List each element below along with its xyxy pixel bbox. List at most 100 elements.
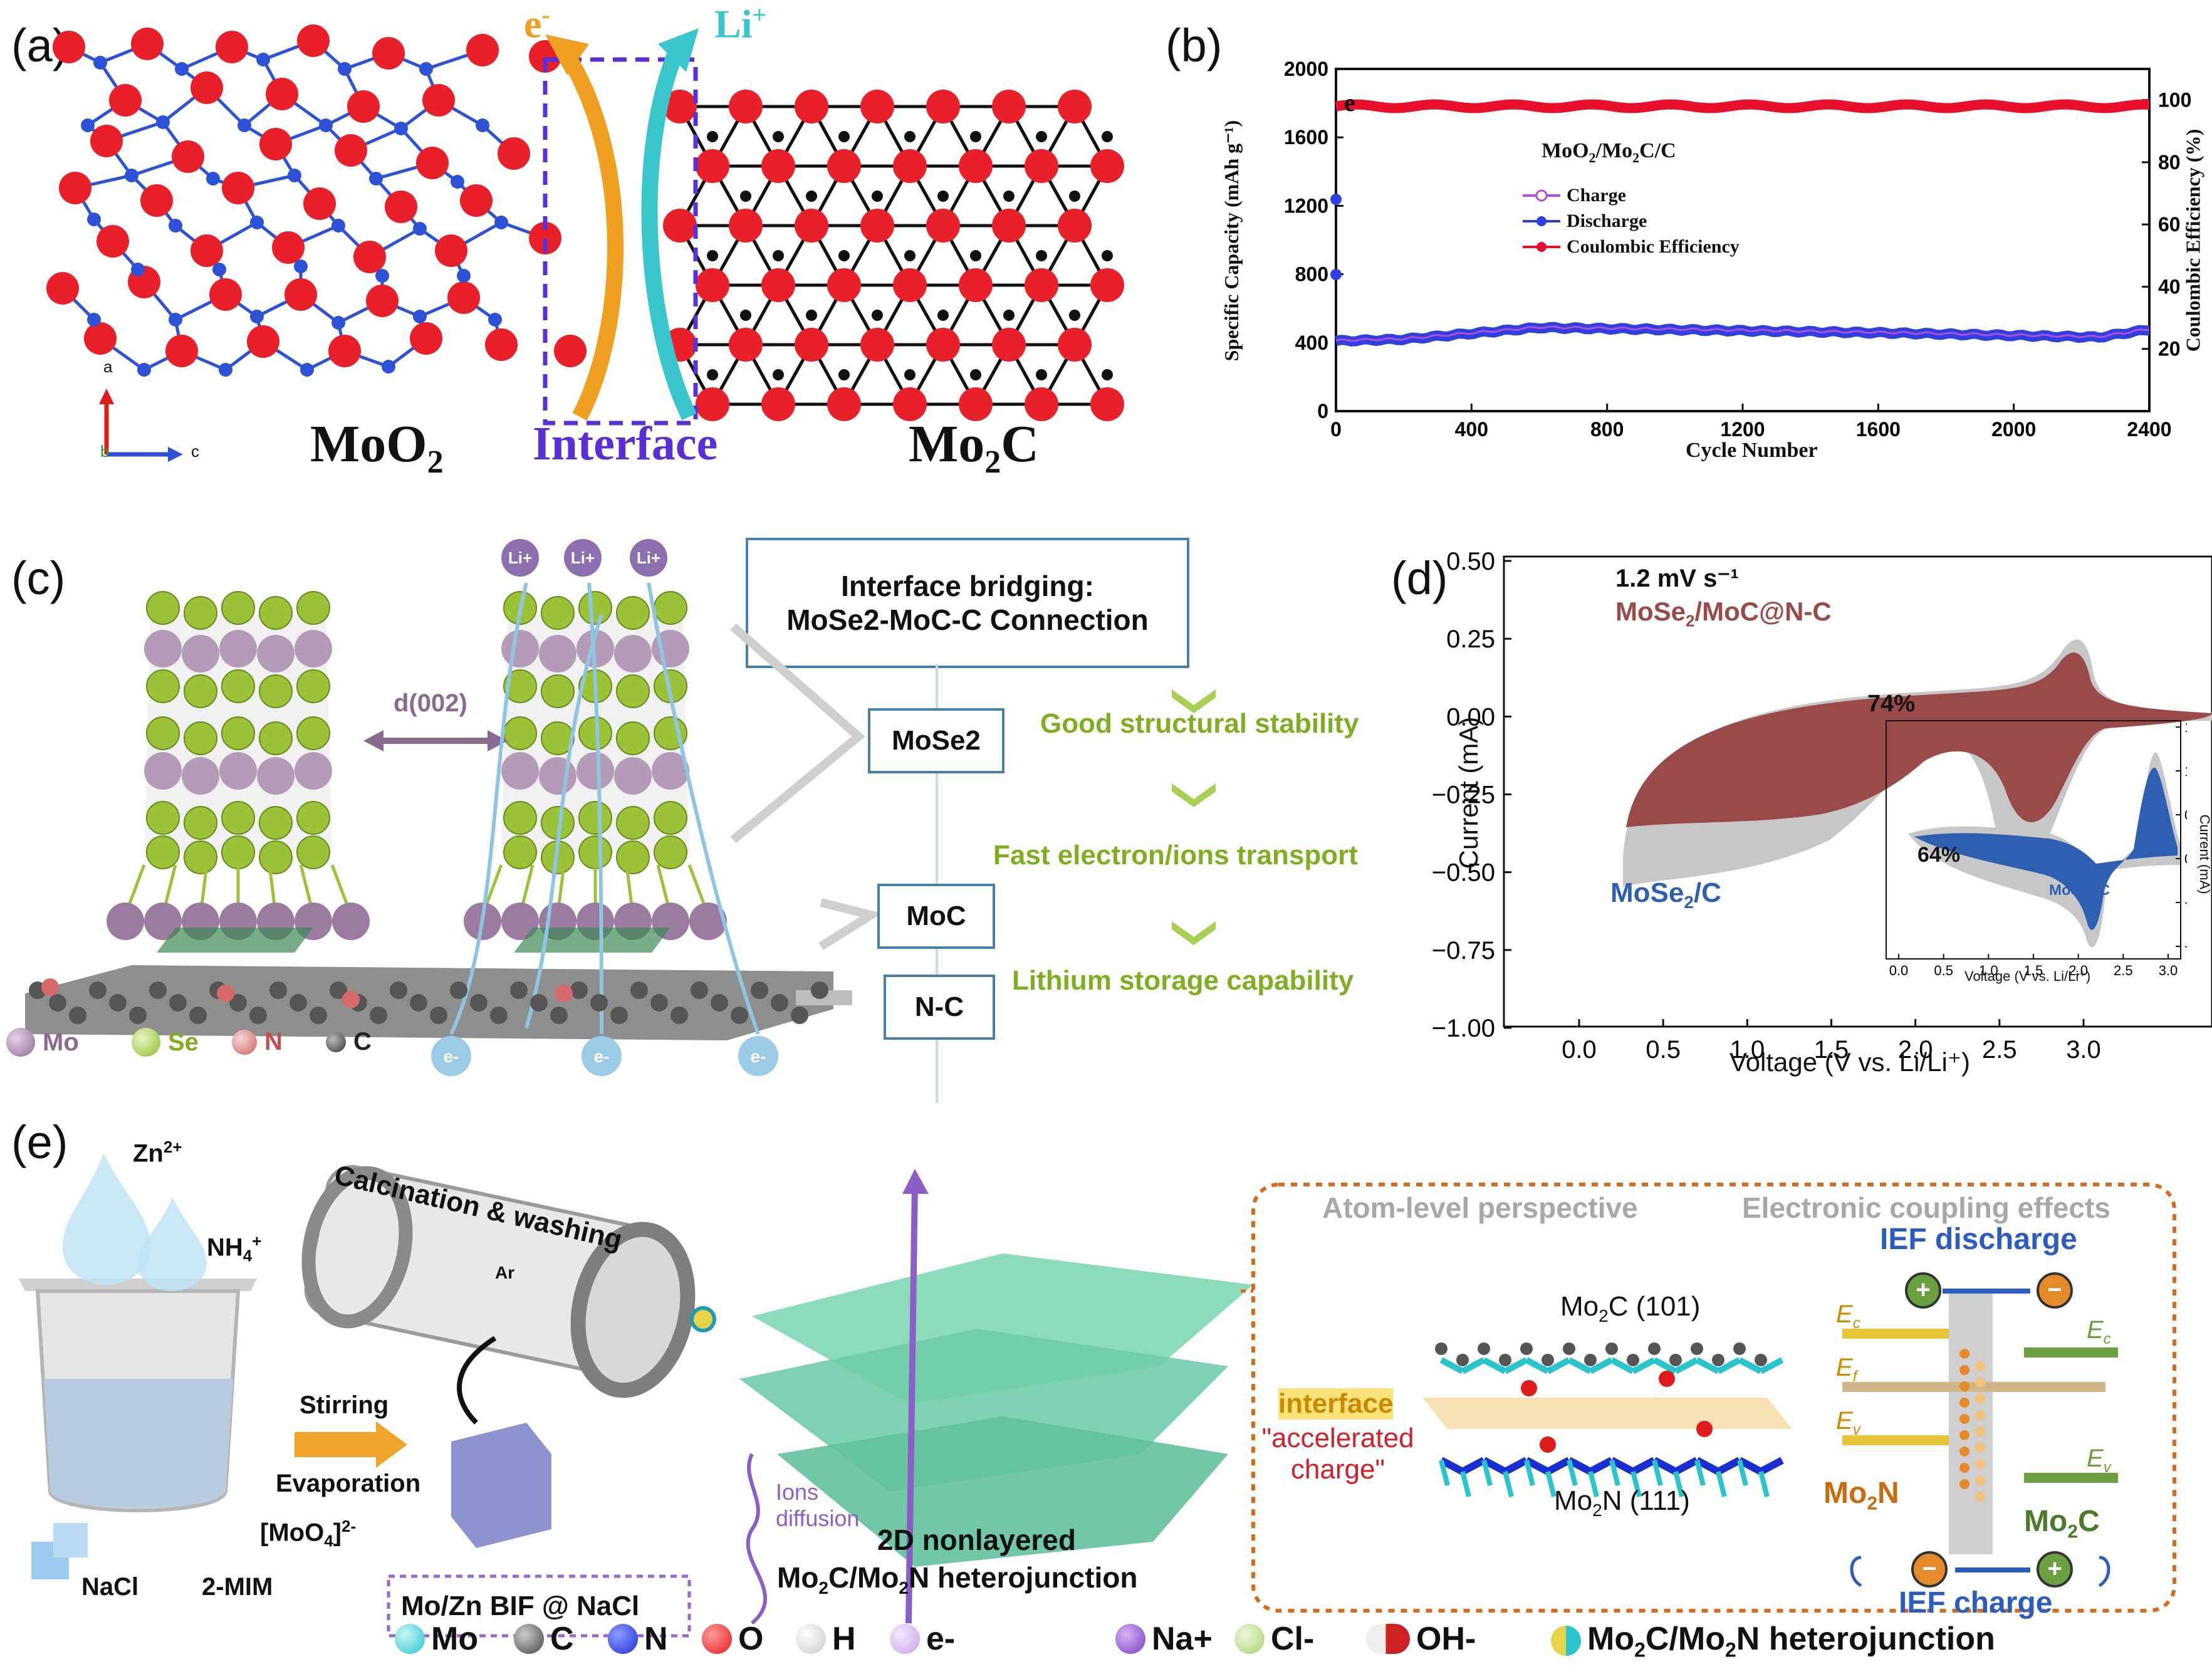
mo2c-band-label: Mo2C: [2024, 1505, 2100, 1542]
o-atom: [460, 184, 493, 217]
stirring-arrow: [295, 1421, 407, 1468]
o-atom: [353, 241, 386, 273]
negative-charge: [1975, 1410, 1985, 1420]
se-atom: [541, 596, 575, 630]
c-atom: [1584, 1354, 1597, 1366]
x-tick-label: 0: [1330, 418, 1342, 441]
legend-e: e-: [890, 1620, 955, 1658]
carbon-atom: [269, 981, 287, 999]
c-ball-icon: [514, 1624, 544, 1654]
minus-icon-top: −: [2037, 1272, 2073, 1309]
mo-atom: [959, 268, 993, 302]
benefit-stability: Good structural stability: [1040, 708, 1359, 739]
c-atom: [1102, 131, 1113, 142]
c-atom: [1712, 1354, 1724, 1366]
o-atom: [165, 335, 198, 367]
beaker-solution: [44, 1379, 233, 1509]
product-line-1: 2D nonlayered: [877, 1524, 1076, 1556]
li-ion-bubble: [564, 539, 602, 577]
mo2n-bond: [1461, 1457, 1486, 1475]
mo-atom: [295, 752, 332, 790]
mo-atom: [338, 62, 352, 76]
mo-atom: [144, 630, 182, 667]
mo2c-bond: [1652, 1357, 1677, 1374]
o-atom: [1521, 1380, 1537, 1396]
mo-atom: [206, 172, 220, 186]
mo2n-bond: [1652, 1460, 1663, 1486]
axis-b-label: b: [100, 442, 110, 461]
se-atom: [296, 835, 330, 869]
legend-mo: Mo: [395, 1620, 478, 1658]
c-atom: [1435, 1342, 1448, 1355]
mo-ball-icon: [395, 1624, 425, 1654]
mo2n-bond: [1630, 1471, 1642, 1497]
mo-atom: [250, 310, 264, 323]
o-atom: [1540, 1436, 1556, 1453]
mo-atom: [257, 757, 295, 795]
y2-tick-label: 20: [2158, 338, 2181, 360]
mo-atom: [182, 757, 219, 795]
down-chevrons: [1172, 689, 1216, 945]
scan-rate: 1.2 mV s⁻¹: [1615, 565, 1739, 592]
inset-x-axis-title: Voltage (V vs. Li/Li⁺): [1964, 968, 2091, 984]
positive-charge: [1959, 1430, 1969, 1440]
cl-ball-icon: [1234, 1624, 1265, 1654]
o-atom: [266, 78, 298, 110]
mo2c-bond: [1546, 1357, 1571, 1374]
carbon-atom: [811, 981, 828, 999]
mo2n-bond: [1759, 1457, 1784, 1475]
ev-right-label: Ev: [2087, 1445, 2111, 1476]
se-atom: [146, 835, 180, 869]
mo-atom: [125, 169, 138, 182]
inset-x-tick-label: 1.5: [2024, 963, 2043, 978]
se-atom: [578, 591, 612, 625]
mo2c-bond: [1759, 1357, 1784, 1374]
c-atom: [937, 191, 949, 202]
inset-y-tick-label: −1.0: [2184, 939, 2187, 955]
o-atom: [372, 37, 405, 70]
se-atom: [259, 674, 293, 708]
carbon-atom: [711, 994, 728, 1012]
mo-atom: [319, 118, 333, 132]
o-atom: [140, 184, 173, 217]
mo-atom: [795, 90, 828, 123]
o-atom: [1696, 1421, 1713, 1437]
o-atom: [529, 222, 561, 254]
ion-path: [647, 582, 760, 1035]
c-atom: [970, 250, 981, 261]
mo2n-bond: [1694, 1460, 1706, 1486]
carbon-atom: [410, 994, 427, 1012]
pct2-label: 64%: [1917, 843, 1961, 867]
mo2n-band-label: Mo2N: [1823, 1477, 1899, 1514]
carbon-atom: [390, 981, 407, 999]
se-atom: [184, 674, 217, 708]
mo-atom: [1090, 387, 1124, 421]
moc-mo-atom: [144, 902, 182, 940]
mo-atom: [614, 635, 652, 672]
mo2n-bond: [1482, 1457, 1507, 1475]
ion-path: [449, 582, 528, 1035]
ec-left-bar: [1842, 1329, 1949, 1339]
se-atom-icon: [132, 1028, 160, 1057]
x-axis-title: Cycle Number: [1686, 439, 1818, 462]
inset-x-tick-label: 3.0: [2159, 963, 2178, 978]
c-atom: [707, 131, 718, 142]
mo-atom: [959, 387, 993, 421]
panel-a: (a) e- Li+ a b c MoO2 Interface Mo2C: [0, 0, 1178, 489]
c-atom: [1733, 1342, 1746, 1355]
inset-y-tick-label: 1.0: [2184, 763, 2187, 779]
mo2n-bond: [1524, 1460, 1535, 1486]
mo-atom: [795, 328, 828, 362]
mo2n-bond: [1439, 1457, 1464, 1475]
c-atom: [1542, 1354, 1554, 1366]
o-atom: [53, 31, 85, 63]
mo-atom: [169, 219, 182, 233]
se-atom: [616, 806, 650, 840]
mo2n-bond: [1503, 1471, 1514, 1497]
y-tick-label: 1600: [1284, 126, 1328, 149]
interface-box: [543, 57, 698, 426]
